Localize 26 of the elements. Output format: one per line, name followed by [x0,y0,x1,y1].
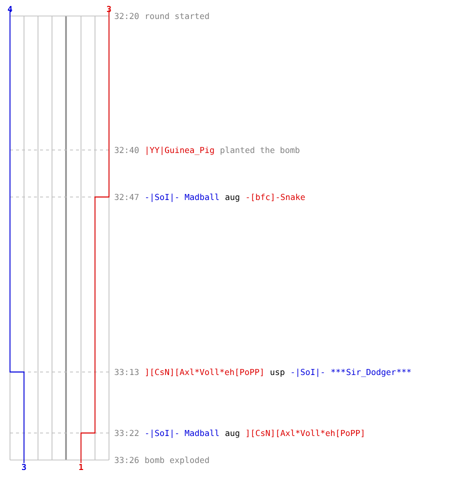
event-text: planted the bomb [220,146,300,155]
player-name: |YY|Guinea_Pig [146,146,214,155]
event-text: bomb exploded [145,456,209,465]
time-label: 32:40 [114,146,139,154]
player-count: 1 [79,464,84,470]
weapon-name: aug [225,195,240,202]
player-name: -|SoI|- [292,368,324,377]
player-count: 4 [8,6,12,12]
weapon-name: usp [270,370,284,377]
time-label: 33:13 [114,368,139,376]
time-label: 32:47 [114,194,139,200]
event-text: round started [146,12,209,20]
player-name: Sir_Dodger [346,368,396,377]
weapon-name: aug [225,431,240,438]
player-name: -[bfc]-Snake [246,194,305,202]
player-name: *** [331,368,345,373]
player-count: 3 [22,464,26,470]
player-name: -|SoI|- Madball [146,430,219,438]
time-label: 33:22 [114,430,138,436]
time-label: 32:20 [114,12,139,20]
time-label: 33:26 [114,456,139,464]
player-name: *** [397,368,411,373]
player-name: ][CsN][Axl*Voll*eh[PoPP] [246,430,364,438]
player-name: ][CsN][Axl*Voll*eh[PoPP] [146,368,263,376]
player-name: -|SoI|- Madball [146,194,219,202]
player-count: 3 [107,6,111,12]
